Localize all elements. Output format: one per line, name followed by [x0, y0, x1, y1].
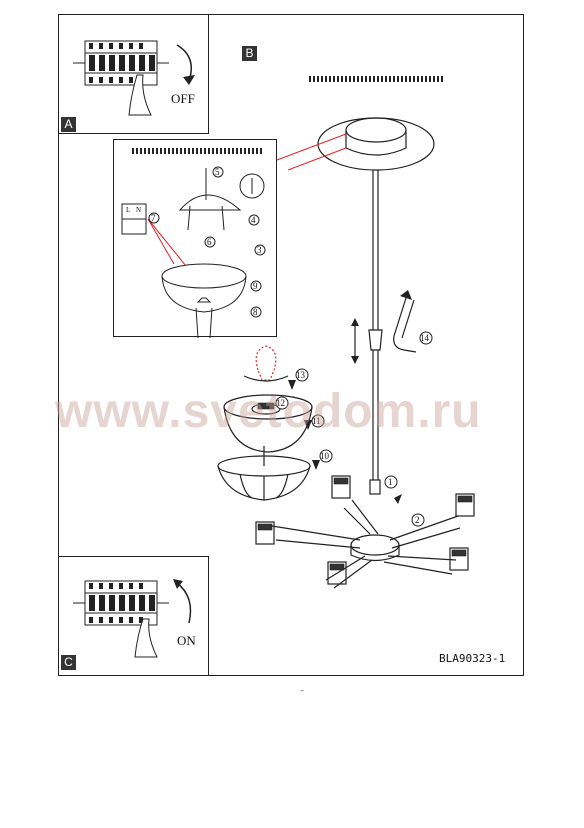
- step-9-label: 9: [253, 281, 258, 291]
- mounting-detail-drawing: 5 4 6 7 3 9 8 L N: [121, 166, 266, 339]
- panel-c-tag: C: [61, 655, 76, 670]
- panel-b-tag: B: [242, 46, 257, 61]
- bulb-icon: [255, 345, 277, 381]
- step-7-label: 7: [151, 213, 156, 223]
- cup-1: [331, 475, 351, 499]
- terminal-l-label: L: [126, 206, 130, 214]
- cup-3: [327, 561, 347, 585]
- step-3-label: 3: [257, 245, 262, 255]
- screwdriver-inset: [239, 173, 265, 199]
- hand-icon: [128, 74, 152, 116]
- off-label: OFF: [171, 91, 195, 106]
- step-6-label: 6: [207, 237, 212, 247]
- panel-c-breaker-on: ON C: [58, 556, 209, 676]
- mounting-detail-panel: 5 4 6 7 3 9 8 L N: [113, 139, 277, 339]
- glass-shade: [223, 406, 313, 453]
- panel-a-tag: A: [61, 117, 76, 132]
- step-12-label: 12: [276, 398, 285, 408]
- breaker-off-drawing: [73, 40, 195, 116]
- arm-left-lower: [325, 555, 373, 589]
- detail-ceiling-hatch: [132, 148, 262, 154]
- rotate-arrow-icon: [176, 582, 192, 624]
- rod-coupler: [368, 329, 383, 351]
- ceiling-hatch: [309, 76, 443, 82]
- on-label: ON: [177, 633, 196, 648]
- hand-icon: [134, 618, 158, 658]
- step-2-label: 2: [415, 515, 420, 525]
- step-10-label: 10: [320, 451, 330, 461]
- arm-right-upper: [389, 515, 461, 549]
- step-4-label: 4: [251, 215, 256, 225]
- step-13-label: 13: [296, 370, 306, 380]
- rod-top: [195, 307, 213, 339]
- canopy-body: [161, 275, 247, 313]
- terminal-n-label: N: [136, 206, 141, 214]
- instruction-frame: [58, 14, 524, 676]
- cup-4: [455, 493, 475, 517]
- arm-right-lower: [383, 555, 457, 575]
- cup-5: [449, 547, 469, 571]
- watermark: www.svetodom.ru: [55, 385, 482, 438]
- center-hub: [350, 534, 400, 556]
- mounting-bracket: [178, 194, 242, 211]
- arm-left-upper: [271, 525, 361, 549]
- step-14-label: 14: [420, 333, 430, 343]
- model-code: BLA90323-1: [439, 652, 506, 665]
- panel-a-breaker-off: OFF A: [58, 14, 209, 134]
- page-marker: –: [300, 686, 304, 695]
- step-1-label: 1: [388, 477, 393, 487]
- breaker-on-drawing: [73, 579, 192, 658]
- step-11-label: 11: [312, 416, 321, 426]
- cup-2: [255, 521, 275, 545]
- step-8-label: 8: [253, 307, 258, 317]
- ceiling-canopy: [317, 117, 435, 171]
- step-5-label: 5: [215, 167, 220, 177]
